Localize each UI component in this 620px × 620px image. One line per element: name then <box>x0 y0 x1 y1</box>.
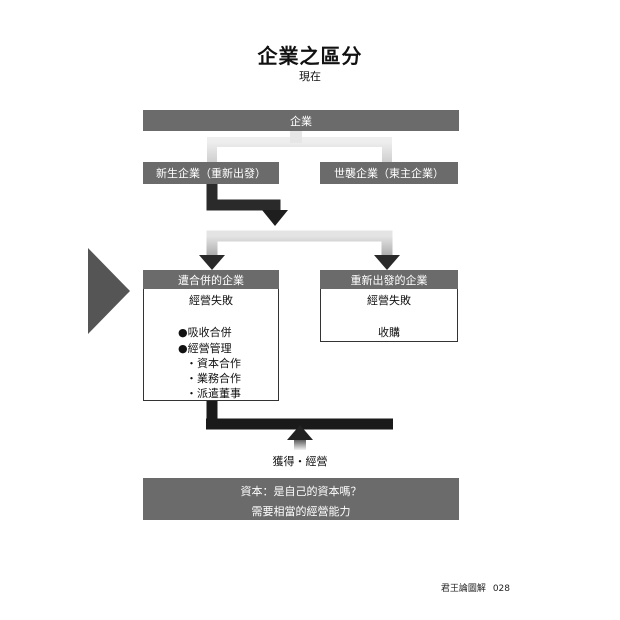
bar-branch-hereditary-label: 世襲企業（東主企業） <box>334 167 444 180</box>
bar-capital-line1: 資本：是自己的資本嗎？ <box>240 485 362 498</box>
bar-branch-new-label: 新生企業（重新出發） <box>156 167 266 180</box>
bar-capital <box>143 478 459 520</box>
box-merged-item-5: ・派遣董事 <box>186 387 241 400</box>
connector-left-branch-down <box>206 184 281 212</box>
box-restarted-header-label: 重新出發的企業 <box>350 273 428 287</box>
box-restarted-line1: 經營失敗 <box>367 294 411 307</box>
box-merged-header-label: 遭合併的企業 <box>178 273 244 287</box>
connector-top-stem <box>290 131 302 143</box>
bar-enterprise: 企業 <box>143 110 459 131</box>
box-merged-item-1: ●吸收合併 <box>178 326 232 339</box>
arrow-head-down-center <box>262 210 288 226</box>
box-restarted-line2: 收購 <box>378 326 400 339</box>
connector-top-split <box>207 137 392 162</box>
page-title: 企業之區分 <box>257 44 363 68</box>
gain-label: 獲得・經營 <box>272 455 328 468</box>
footer-book: 君王論圖解 <box>440 584 486 594</box>
bar-branch-new: 新生企業（重新出發） <box>143 162 279 184</box>
box-merged-enterprise <box>143 270 279 401</box>
footer-page: 028 <box>492 584 510 594</box>
bar-branch-hereditary: 世襲企業（東主企業） <box>320 162 458 184</box>
page-subtitle: 現在 <box>299 70 321 83</box>
arrow-head-up <box>287 425 313 440</box>
box-merged-line1: 經營失敗 <box>189 294 233 307</box>
side-triangle-marker <box>88 248 130 334</box>
box-merged-header: 遭合併的企業 <box>143 270 279 289</box>
arrow-head-down-right <box>374 255 400 270</box>
box-merged-item-2: ●經營管理 <box>178 342 232 355</box>
footer: 君王論圖解 028 <box>430 581 510 594</box>
arrow-head-down-left <box>199 255 225 270</box>
bar-capital-line2: 需要相當的經營能力 <box>251 505 351 518</box>
box-merged-item-3: ・資本合作 <box>186 357 241 370</box>
connector-split-boxes <box>206 230 393 262</box>
bar-enterprise-label: 企業 <box>290 114 312 128</box>
box-restarted-header: 重新出發的企業 <box>320 270 458 289</box>
box-merged-item-4: ・業務合作 <box>186 372 241 385</box>
